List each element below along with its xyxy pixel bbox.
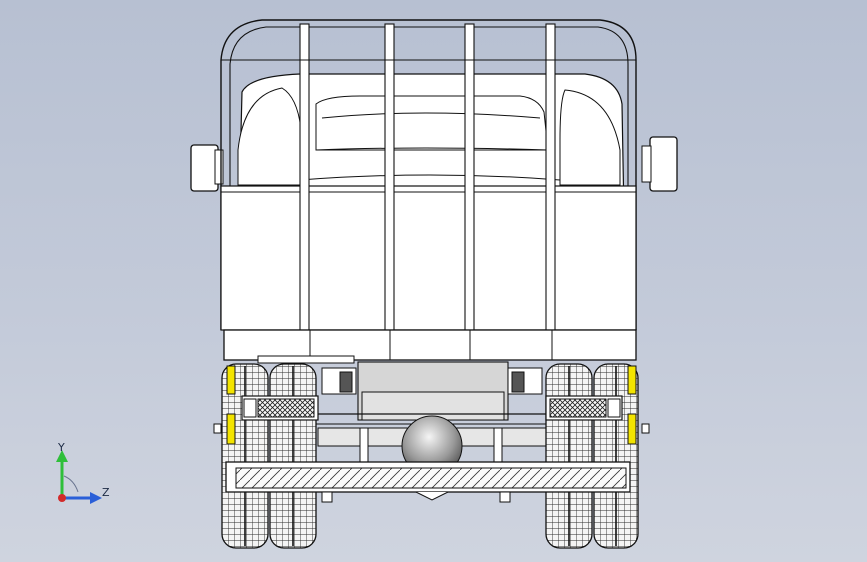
left-tail-light (241, 395, 319, 421)
y-axis-arrow (56, 450, 68, 498)
y-axis-label: Y (58, 441, 65, 454)
cargo-rack (220, 19, 637, 331)
side-reflectors (213, 365, 650, 445)
right-mirror (641, 136, 678, 192)
x-axis-origin (58, 494, 66, 502)
chassis-frame (316, 361, 548, 425)
z-axis-arrow (62, 492, 102, 504)
right-tail-light (545, 395, 623, 421)
rear-bumper (225, 461, 631, 503)
z-axis-label: Z (102, 486, 110, 499)
left-mirror (190, 144, 224, 192)
tailgate (223, 329, 637, 364)
right-dual-tires (545, 363, 639, 549)
coordinate-triad (56, 450, 102, 504)
left-dual-tires (221, 363, 317, 549)
rear-axle (317, 415, 547, 477)
